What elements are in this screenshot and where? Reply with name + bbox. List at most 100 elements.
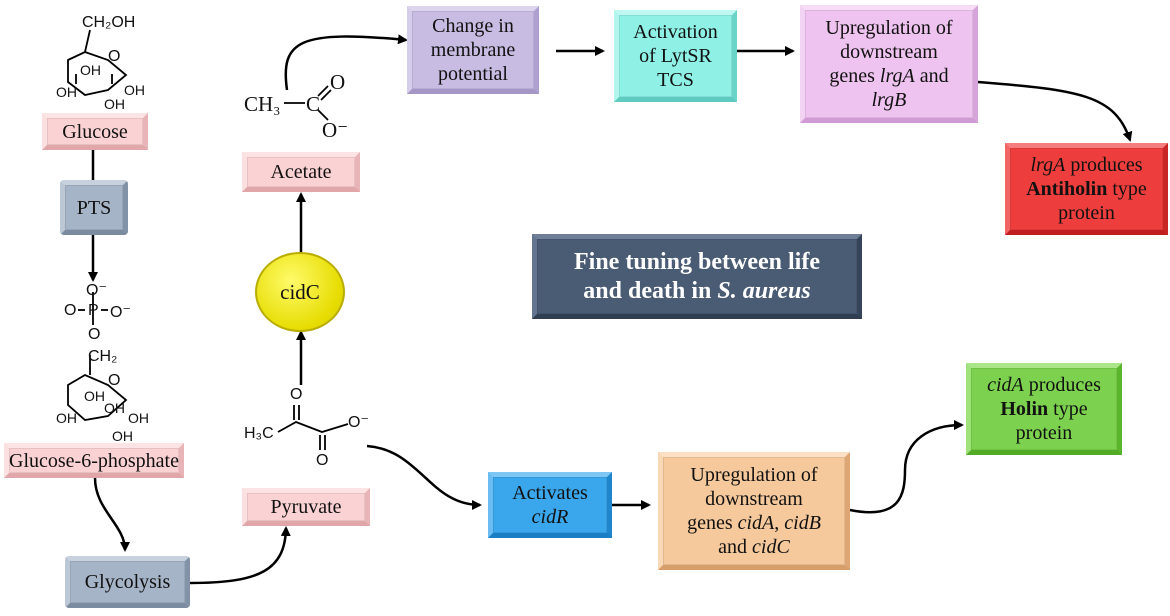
glucose-oh-label-4: OH [124, 82, 145, 98]
antiholin-node: lrgA produces Antiholin type protein [1005, 143, 1168, 235]
holin-node: cidA produces Holin type protein [966, 363, 1122, 455]
acetate-c-label: C [306, 92, 321, 116]
pyruvate-ominus-label: O⁻ [348, 414, 369, 431]
cidr-activation-node: Activates cidR [488, 472, 612, 538]
gene-cidr: cidR [531, 506, 569, 528]
glucose-oh-label-2: OH [56, 84, 77, 100]
glucose-node: Glucose [42, 113, 148, 150]
title-species: S. aureus [717, 277, 811, 304]
glucose-ring-o-label: O [108, 48, 121, 65]
glucose-oh-label-3: OH [104, 96, 125, 112]
g6p-structure [67, 292, 128, 421]
phosphate-o-left: O [64, 302, 77, 319]
holin-produces: produces [1023, 374, 1101, 396]
upregulation-cid-node: Upregulation of downstream genes cidA, c… [658, 452, 850, 570]
arrow-g6p-to-glycolysis [93, 477, 130, 552]
pyruvate-h3c-label: H₃C [244, 425, 274, 442]
acetate-o-label: O [330, 70, 346, 94]
antiholin-produces: produces [1065, 154, 1143, 176]
g6p-oh-label-4: OH [128, 410, 149, 426]
g6p-node-label: Glucose-6-phosphate [9, 449, 179, 472]
arrow-upreg-to-holin [849, 420, 964, 514]
glycolysis-node: Glycolysis [65, 556, 190, 608]
holin-label: cidA produces Holin type protein [987, 373, 1101, 445]
cidc-enzyme-node: cidC [255, 252, 345, 332]
cidr-activation-label: Activates cidR [512, 481, 588, 529]
pyruvate-o-bottom-label: O [316, 452, 329, 469]
arrow-glycolysis-to-pyruvate [189, 526, 291, 585]
diagram-title: Fine tuning between life and death in S.… [532, 234, 862, 319]
upreg-cid-line1: Upregulation of [690, 464, 818, 486]
acetate-ominus-label: O⁻ [322, 118, 349, 142]
antiholin-type: type [1107, 178, 1147, 200]
upreg-cid-and: and [718, 536, 753, 558]
pts-node: PTS [60, 180, 128, 235]
upregulation-lrg-label: Upregulation of downstream genes lrgA an… [825, 16, 952, 112]
pyruvate-structure [277, 405, 349, 450]
g6p-ring-o-label: O [108, 372, 121, 389]
glycolysis-node-label: Glycolysis [84, 571, 171, 593]
pts-node-label: PTS [76, 196, 112, 219]
holin-gene: cidA [987, 374, 1024, 396]
cidr-line1: Activates [512, 482, 588, 504]
gene-cidb: cidB [784, 512, 821, 534]
upreg-lrg-genes-prefix: genes [829, 65, 880, 87]
gene-lrgb: lrgB [871, 89, 907, 111]
g6p-oh-label-2: OH [56, 410, 77, 426]
holin-protein: protein [1015, 422, 1073, 444]
holin-type: type [1048, 398, 1088, 420]
pyruvate-o-top-label: O [290, 386, 303, 403]
lytsr-line1: Activation [633, 21, 718, 43]
acetate-structure [284, 85, 332, 121]
membrane-potential-label: Change in membrane potential [431, 14, 515, 86]
gene-lrga: lrgA [879, 65, 915, 87]
pyruvate-node: Pyruvate [242, 488, 370, 526]
glucose-ch2oh-label: CH₂OH [82, 14, 136, 31]
acetate-node: Acetate [242, 152, 360, 192]
gene-cidc: cidC [752, 536, 790, 558]
upregulation-cid-label: Upregulation of downstream genes cidA, c… [687, 463, 821, 559]
membrane-line1: Change in [432, 15, 514, 37]
g6p-oh-label-1: OH [84, 388, 105, 404]
acetate-node-label: Acetate [270, 161, 332, 183]
arrow-acetate-to-membrane [284, 34, 408, 91]
gene-cida: cidA [737, 512, 775, 534]
diagram-title-text: Fine tuning between life and death in S.… [574, 248, 820, 306]
g6p-oh-label-5: OH [112, 428, 133, 444]
lytsr-activation-node: Activation of LytSR TCS [614, 10, 737, 102]
glucose-node-label: Glucose [62, 120, 128, 143]
upreg-lrg-line2: downstream [840, 41, 938, 63]
acetate-ch3-label: CH₃ [244, 92, 281, 116]
phosphate-ominus-top: O⁻ [86, 282, 107, 299]
g6p-node: Glucose-6-phosphate [4, 443, 184, 478]
antiholin-label: lrgA produces Antiholin type protein [1026, 153, 1147, 225]
upreg-lrg-line1: Upregulation of [825, 17, 953, 39]
antiholin-bold: Antiholin [1026, 178, 1108, 200]
antiholin-protein: protein [1058, 202, 1115, 224]
holin-bold: Holin [1000, 398, 1049, 420]
lytsr-line2: of LytSR [639, 45, 712, 67]
membrane-potential-node: Change in membrane potential [407, 6, 539, 94]
upreg-cid-comma: , [774, 512, 785, 534]
title-line1: Fine tuning between life [574, 248, 820, 275]
membrane-line3: potential [438, 63, 508, 85]
g6p-oh-label-3: OH [104, 400, 125, 416]
upreg-cid-genes-prefix: genes [687, 512, 738, 534]
g6p-ch2-label: CH₂ [88, 348, 118, 365]
glucose-structure [67, 29, 128, 96]
lytsr-activation-label: Activation of LytSR TCS [633, 20, 717, 92]
membrane-line2: membrane [430, 39, 516, 61]
arrow-pyruvate-to-cidr [366, 444, 482, 510]
antiholin-gene: lrgA [1030, 154, 1066, 176]
phosphate-ominus-right: O⁻ [110, 304, 131, 321]
upreg-cid-line2: downstream [705, 488, 803, 510]
arrow-upreg-to-antiholin [977, 80, 1133, 142]
lytsr-line3: TCS [657, 69, 694, 91]
upregulation-lrg-node: Upregulation of downstream genes lrgA an… [800, 5, 978, 123]
phosphate-o-bottom: O [88, 326, 101, 343]
cidc-enzyme-label: cidC [280, 279, 320, 304]
title-line2-prefix: and death in [583, 277, 718, 304]
pyruvate-node-label: Pyruvate [270, 496, 342, 518]
